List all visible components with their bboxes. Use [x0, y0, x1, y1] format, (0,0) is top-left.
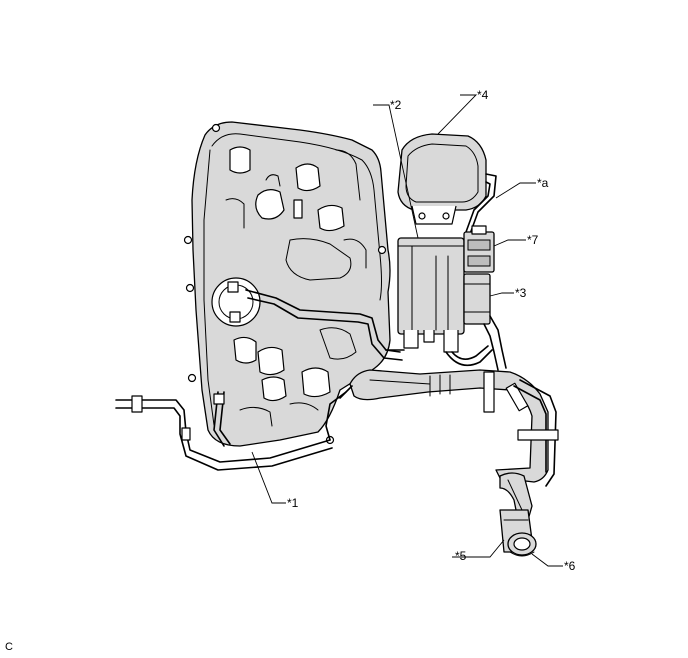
canister-filter — [397, 133, 497, 235]
callout-a: *a — [537, 176, 549, 190]
figure-code: C — [5, 641, 13, 653]
callout-1: *1 — [287, 496, 299, 510]
callout-4: *4 — [477, 88, 489, 102]
fuel-lines — [115, 289, 403, 471]
leader-lines — [251, 94, 563, 567]
purge-valve — [445, 273, 507, 371]
pump-module — [463, 225, 495, 273]
callout-7: *7 — [527, 233, 539, 247]
callout-6: *6 — [564, 559, 576, 573]
charcoal-canister — [385, 237, 465, 353]
fuel-cap — [507, 532, 537, 557]
fuel-tank — [183, 121, 391, 447]
filler-pipe — [325, 369, 559, 521]
callout-3: *3 — [515, 286, 527, 300]
fuel-pump-flange — [211, 277, 261, 327]
callout-5: *5 — [455, 549, 467, 563]
callout-2: *2 — [390, 98, 402, 112]
